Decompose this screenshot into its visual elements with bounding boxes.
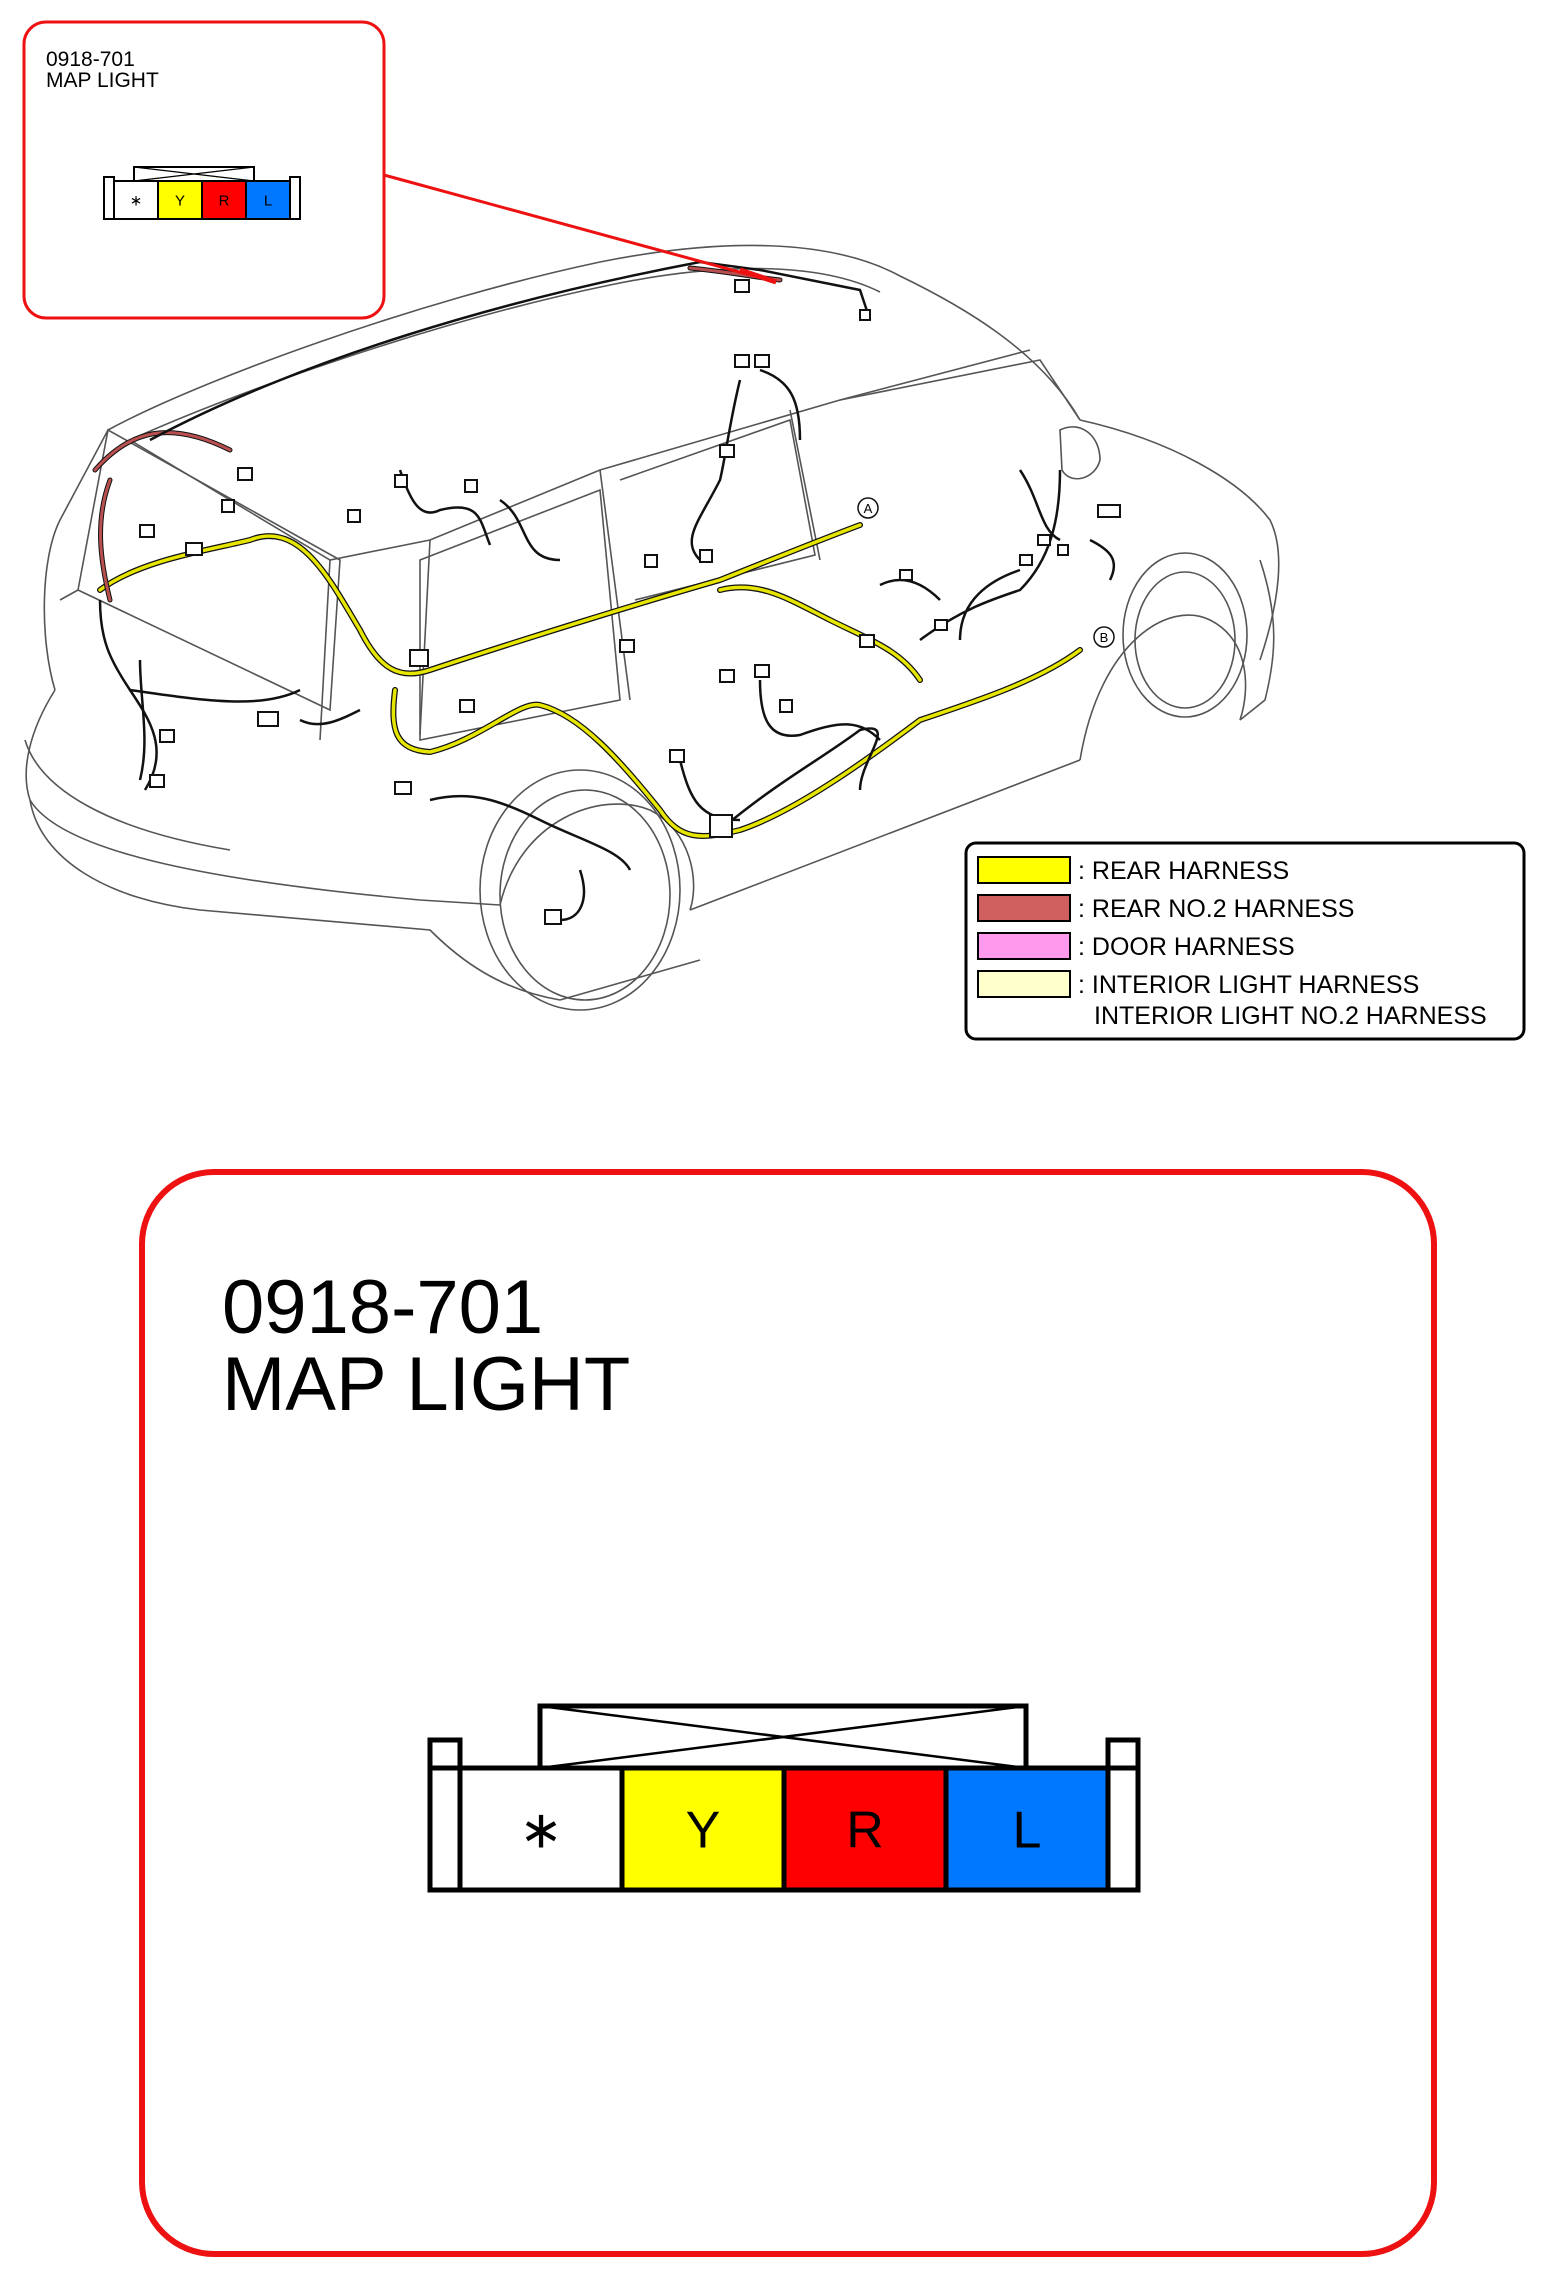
inset-panel: 0918-701 MAP LIGHT ∗ Y R L xyxy=(22,20,386,320)
harness-connectors xyxy=(139,279,1121,925)
legend-item: : INTERIOR LIGHT HARNESS INTERIOR LIGHT N… xyxy=(977,970,1487,1030)
inset-code: 0918-701 xyxy=(46,48,135,71)
legend-label: : DOOR HARNESS xyxy=(1078,933,1295,961)
map-light-highlight xyxy=(739,267,777,285)
connector-code: 0918-701 xyxy=(222,1265,543,1350)
inset-pin-4: L xyxy=(245,180,291,220)
detail-pin-1: ∗ xyxy=(457,1765,625,1893)
legend: : REAR HARNESS : REAR NO.2 HARNESS : DOOR … xyxy=(964,841,1526,1041)
legend-label: : INTERIOR LIGHT HARNESS xyxy=(1078,971,1419,999)
vehicle-outline xyxy=(24,244,1280,1011)
inset-pin-1: ∗ xyxy=(113,180,159,220)
inset-pin-label: L xyxy=(264,192,272,209)
marker-a: A xyxy=(857,497,879,519)
svg-text:B: B xyxy=(1100,630,1109,645)
detail-pin-label: Y xyxy=(686,1802,721,1860)
inset-connector: ∗ Y R L xyxy=(103,166,301,220)
legend-item: : REAR NO.2 HARNESS xyxy=(977,894,1354,923)
inset-pin-2: Y xyxy=(157,180,203,220)
connector-name: MAP LIGHT xyxy=(222,1342,630,1427)
legend-swatch xyxy=(977,894,1071,922)
detail-pin-2: Y xyxy=(619,1765,787,1893)
legend-swatch xyxy=(977,856,1071,884)
legend-swatch xyxy=(977,932,1071,960)
inset-name: MAP LIGHT xyxy=(46,69,159,92)
legend-item: : DOOR HARNESS xyxy=(977,932,1295,961)
legend-label: : REAR NO.2 HARNESS xyxy=(1078,895,1354,923)
detail-pin-label: ∗ xyxy=(519,1802,563,1860)
legend-label-line2: INTERIOR LIGHT NO.2 HARNESS xyxy=(1094,1002,1487,1030)
inset-pin-3: R xyxy=(201,180,247,220)
inset-pin-label: ∗ xyxy=(130,192,143,209)
legend-swatch xyxy=(977,970,1071,998)
inset-leader-line xyxy=(383,173,777,284)
legend-label: : REAR HARNESS xyxy=(1078,857,1289,885)
legend-item: : REAR HARNESS xyxy=(977,856,1289,885)
detail-pin-3: R xyxy=(781,1765,949,1893)
connector-detail-panel: 0918-701 MAP LIGHT ∗ Y R L xyxy=(139,1169,1437,2257)
detail-pin-label: L xyxy=(1013,1802,1042,1860)
connector-face: ∗ Y R L xyxy=(427,1703,1141,1893)
inset-pin-label: R xyxy=(219,192,230,209)
rear-harness xyxy=(97,522,1083,839)
detail-pin-4: L xyxy=(943,1765,1111,1893)
svg-text:A: A xyxy=(864,501,873,516)
marker-b: B xyxy=(1093,626,1115,648)
inset-pin-label: Y xyxy=(175,192,185,209)
detail-pin-label: R xyxy=(846,1802,884,1860)
black-harness-wires xyxy=(98,260,1116,922)
